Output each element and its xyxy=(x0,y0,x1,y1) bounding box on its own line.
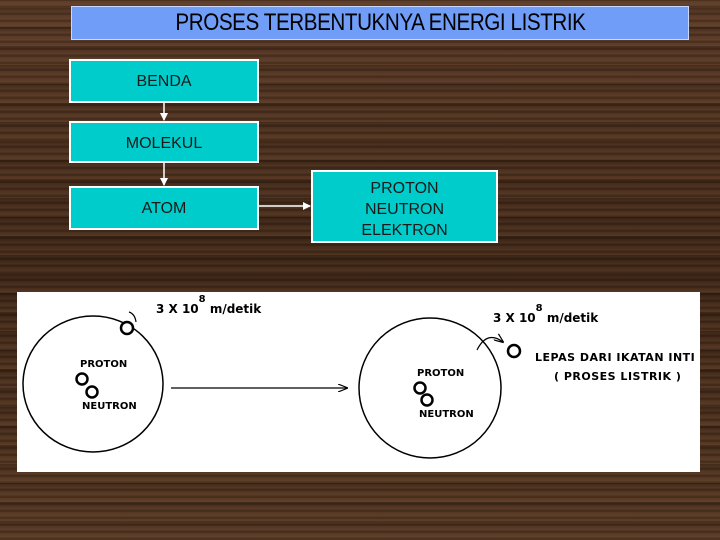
atom-diagram-panel: 3 X 108 m/detik PROTON NEUTRON 3 X 108 m… xyxy=(17,292,700,472)
right-neutron-label: NEUTRON xyxy=(419,409,474,420)
benda-box: BENDA xyxy=(69,59,259,103)
molekul-box: MOLEKUL xyxy=(69,121,259,163)
right-atom-orbit xyxy=(358,317,502,459)
atom-diagram-svg xyxy=(22,311,522,459)
neutron-item: NEUTRON xyxy=(364,200,445,218)
release-note-line1: LEPAS DARI IKATAN INTI xyxy=(535,351,696,364)
molekul-label: MOLEKUL xyxy=(125,135,203,152)
right-speed-label: 3 X 108 m/detik xyxy=(493,303,599,325)
atom-box: ATOM xyxy=(69,186,259,230)
right-proton xyxy=(413,381,427,395)
left-atom-orbit xyxy=(22,315,164,453)
right-electron xyxy=(506,343,522,359)
left-neutron xyxy=(85,385,99,399)
left-electron xyxy=(119,320,135,336)
left-neutron-label: NEUTRON xyxy=(82,401,137,412)
release-note-line2: ( PROSES LISTRIK ) xyxy=(554,370,682,383)
atom-label: ATOM xyxy=(141,200,187,217)
left-proton-label: PROTON xyxy=(80,359,128,370)
proton-item: PROTON xyxy=(370,179,439,197)
elektron-item: ELEKTRON xyxy=(361,221,448,239)
left-speed-label: 3 X 108 m/detik xyxy=(156,294,262,316)
right-proton-label: PROTON xyxy=(417,368,465,379)
right-neutron xyxy=(420,393,434,407)
left-electron-path-arrow xyxy=(128,311,137,323)
benda-label: BENDA xyxy=(136,73,192,90)
electron-escape-arrow xyxy=(476,338,503,351)
page-title: PROSES TERBENTUKNYA ENERGI LISTRIK xyxy=(174,9,586,36)
title-bar: PROSES TERBENTUKNYA ENERGI LISTRIK xyxy=(71,6,689,40)
particles-box: PROTON NEUTRON ELEKTRON xyxy=(311,170,498,243)
left-proton xyxy=(75,372,89,386)
